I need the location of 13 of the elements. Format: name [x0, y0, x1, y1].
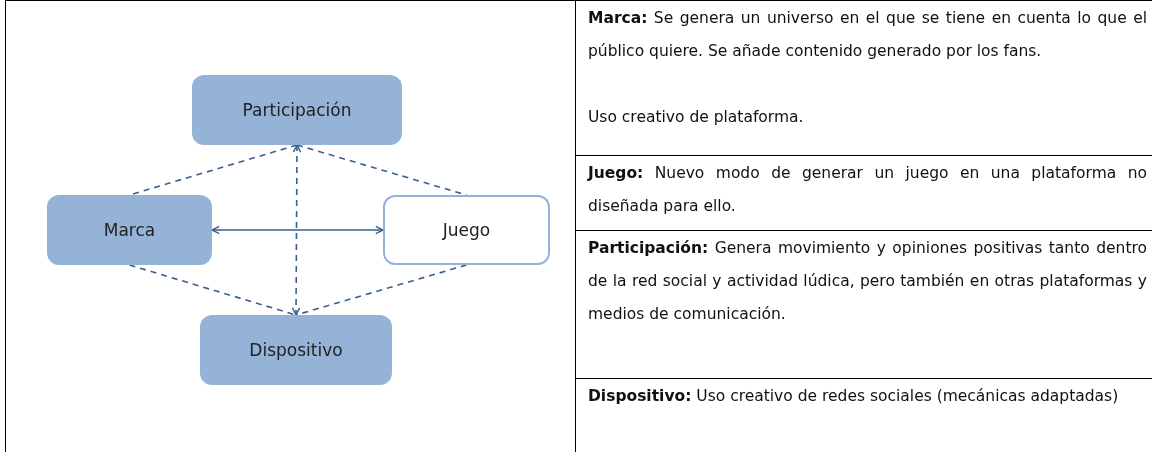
description-text: Dispositivo: Uso creativo de redes sociales (mecánicas adaptadas)	[588, 386, 1120, 407]
arrow	[211, 225, 384, 235]
process-box: Participación	[192, 75, 402, 145]
process-box: Juego	[383, 195, 550, 265]
description-text: Marca: Se genera un universo en el que se tiene en cuenta lo que el público quiere. Se añade contenido generado por los fans.	[588, 8, 1147, 62]
connector-line	[295, 264, 468, 316]
process-box: Marca	[47, 195, 212, 265]
description-text: Juego: Nuevo modo de generar un juego en una plataforma no diseñada para ello.	[588, 163, 1147, 217]
process-box: Dispositivo	[200, 315, 392, 385]
connector-line	[296, 144, 468, 196]
description-text: Participación: Genera movimiento y opiniones positivas tanto dentro de la red social y actividad lúdica, pero también en otras plataformas y medios de comunicación.	[588, 238, 1147, 325]
arrow	[291, 144, 302, 316]
description-text: Uso creativo de plataforma.	[588, 107, 805, 128]
